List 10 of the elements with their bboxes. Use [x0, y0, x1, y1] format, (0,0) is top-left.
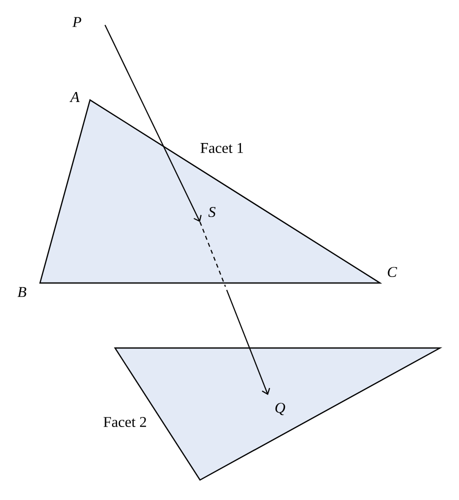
facet-label: Facet 1 [200, 142, 243, 154]
arrow [199, 222, 270, 395]
arrow [104, 24, 202, 222]
point-label: Q [275, 402, 286, 416]
vertex-label: C [388, 266, 398, 278]
vertex-label: A [70, 92, 80, 102]
point-label: P [72, 17, 82, 27]
facet-label: Facet 2 [104, 416, 146, 428]
vertex-label: B [18, 287, 26, 297]
point-label: S [208, 206, 216, 218]
